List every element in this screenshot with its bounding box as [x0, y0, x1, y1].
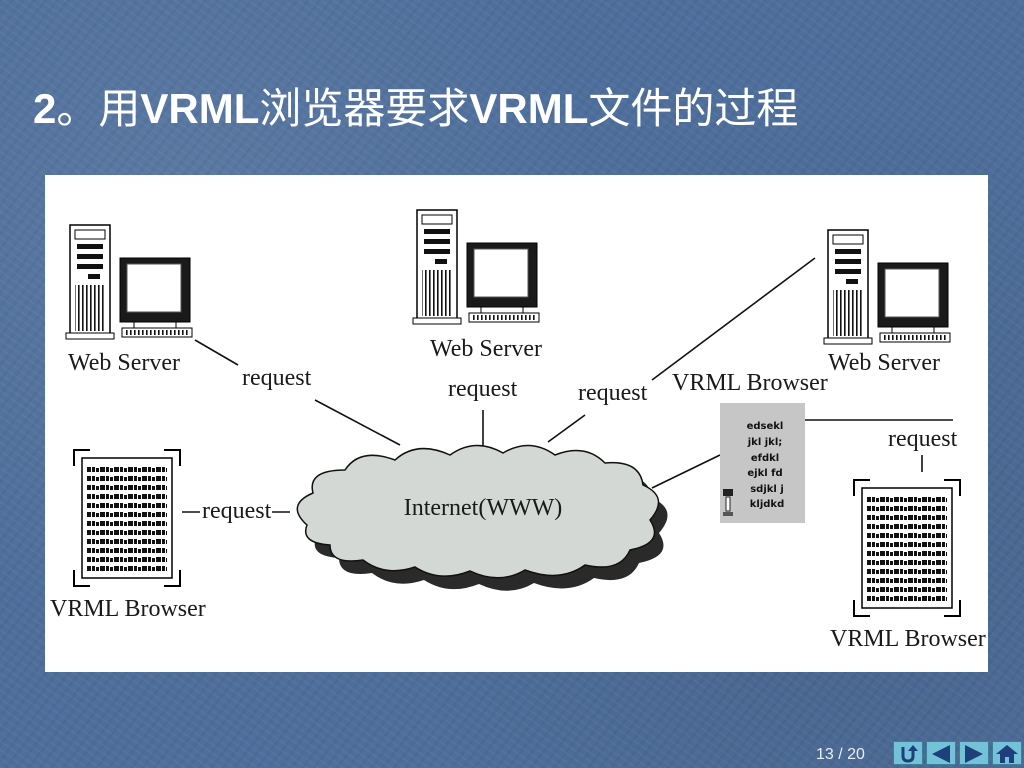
previous-slide-button[interactable] [926, 741, 956, 765]
title-text-3: 文件的过程 [588, 85, 799, 132]
file-line: ejkl fd [747, 468, 782, 479]
vrml-file-box: edsekl jkl jkl; efdkl ejkl fd sdjkl j kl… [720, 403, 805, 523]
page-number: 13 / 20 [816, 746, 865, 763]
connection-line [194, 339, 239, 366]
internet-cloud: Internet(WWW) [296, 444, 668, 591]
small-figure-icon [723, 489, 733, 516]
vrml-browser-document-icon [73, 449, 181, 587]
next-slide-button[interactable] [959, 741, 989, 765]
next-icon [965, 745, 983, 763]
return-button[interactable] [893, 741, 923, 765]
file-line: efdkl [751, 453, 779, 464]
vrml-browser-label: VRML Browser [50, 596, 206, 622]
request-label: request [578, 380, 648, 406]
connection-line [314, 399, 401, 446]
vrml-browser-label: VRML Browser [672, 370, 828, 396]
request-label: request [242, 365, 312, 391]
title-text-2: 浏览器要求 [259, 85, 470, 132]
vrml-browser-label: VRML Browser [830, 626, 986, 652]
request-label: request [448, 376, 518, 402]
title-vrml-2: VRML [469, 85, 589, 132]
diagram-panel: Internet(WWW) edsekl jkl jkl; efdkl ejkl… [45, 175, 988, 672]
title-number: 2 [33, 85, 57, 132]
connection-line [651, 454, 721, 489]
internet-label: Internet(WWW) [404, 495, 563, 521]
file-line: sdjkl j [750, 484, 784, 495]
slide-title: 2。用VRML浏览器要求VRML文件的过程 [33, 84, 798, 134]
file-line: edsekl [747, 421, 784, 432]
file-line: jkl jkl; [747, 437, 783, 448]
cloud-shape [296, 444, 660, 579]
web-server-label: Web Server [430, 336, 542, 362]
request-label: request [888, 426, 958, 452]
network-diagram: Internet(WWW) edsekl jkl jkl; efdkl ejkl… [50, 209, 986, 652]
vrml-browser-document-icon [853, 479, 961, 617]
web-server-label: Web Server [68, 350, 180, 376]
web-server-computer-icon [823, 229, 951, 345]
previous-icon [932, 745, 950, 763]
request-label: request [202, 498, 272, 524]
home-button[interactable] [992, 741, 1022, 765]
web-server-label: Web Server [828, 350, 940, 376]
title-vrml-1: VRML [140, 85, 260, 132]
connection-line [547, 414, 586, 443]
connection-line [651, 257, 816, 381]
web-server-computer-icon [412, 209, 540, 325]
return-icon [901, 745, 918, 763]
home-icon [996, 745, 1018, 763]
web-server-computer-icon [65, 224, 193, 340]
title-text-1: 。用 [56, 85, 141, 132]
file-line: kljdkd [750, 499, 784, 510]
